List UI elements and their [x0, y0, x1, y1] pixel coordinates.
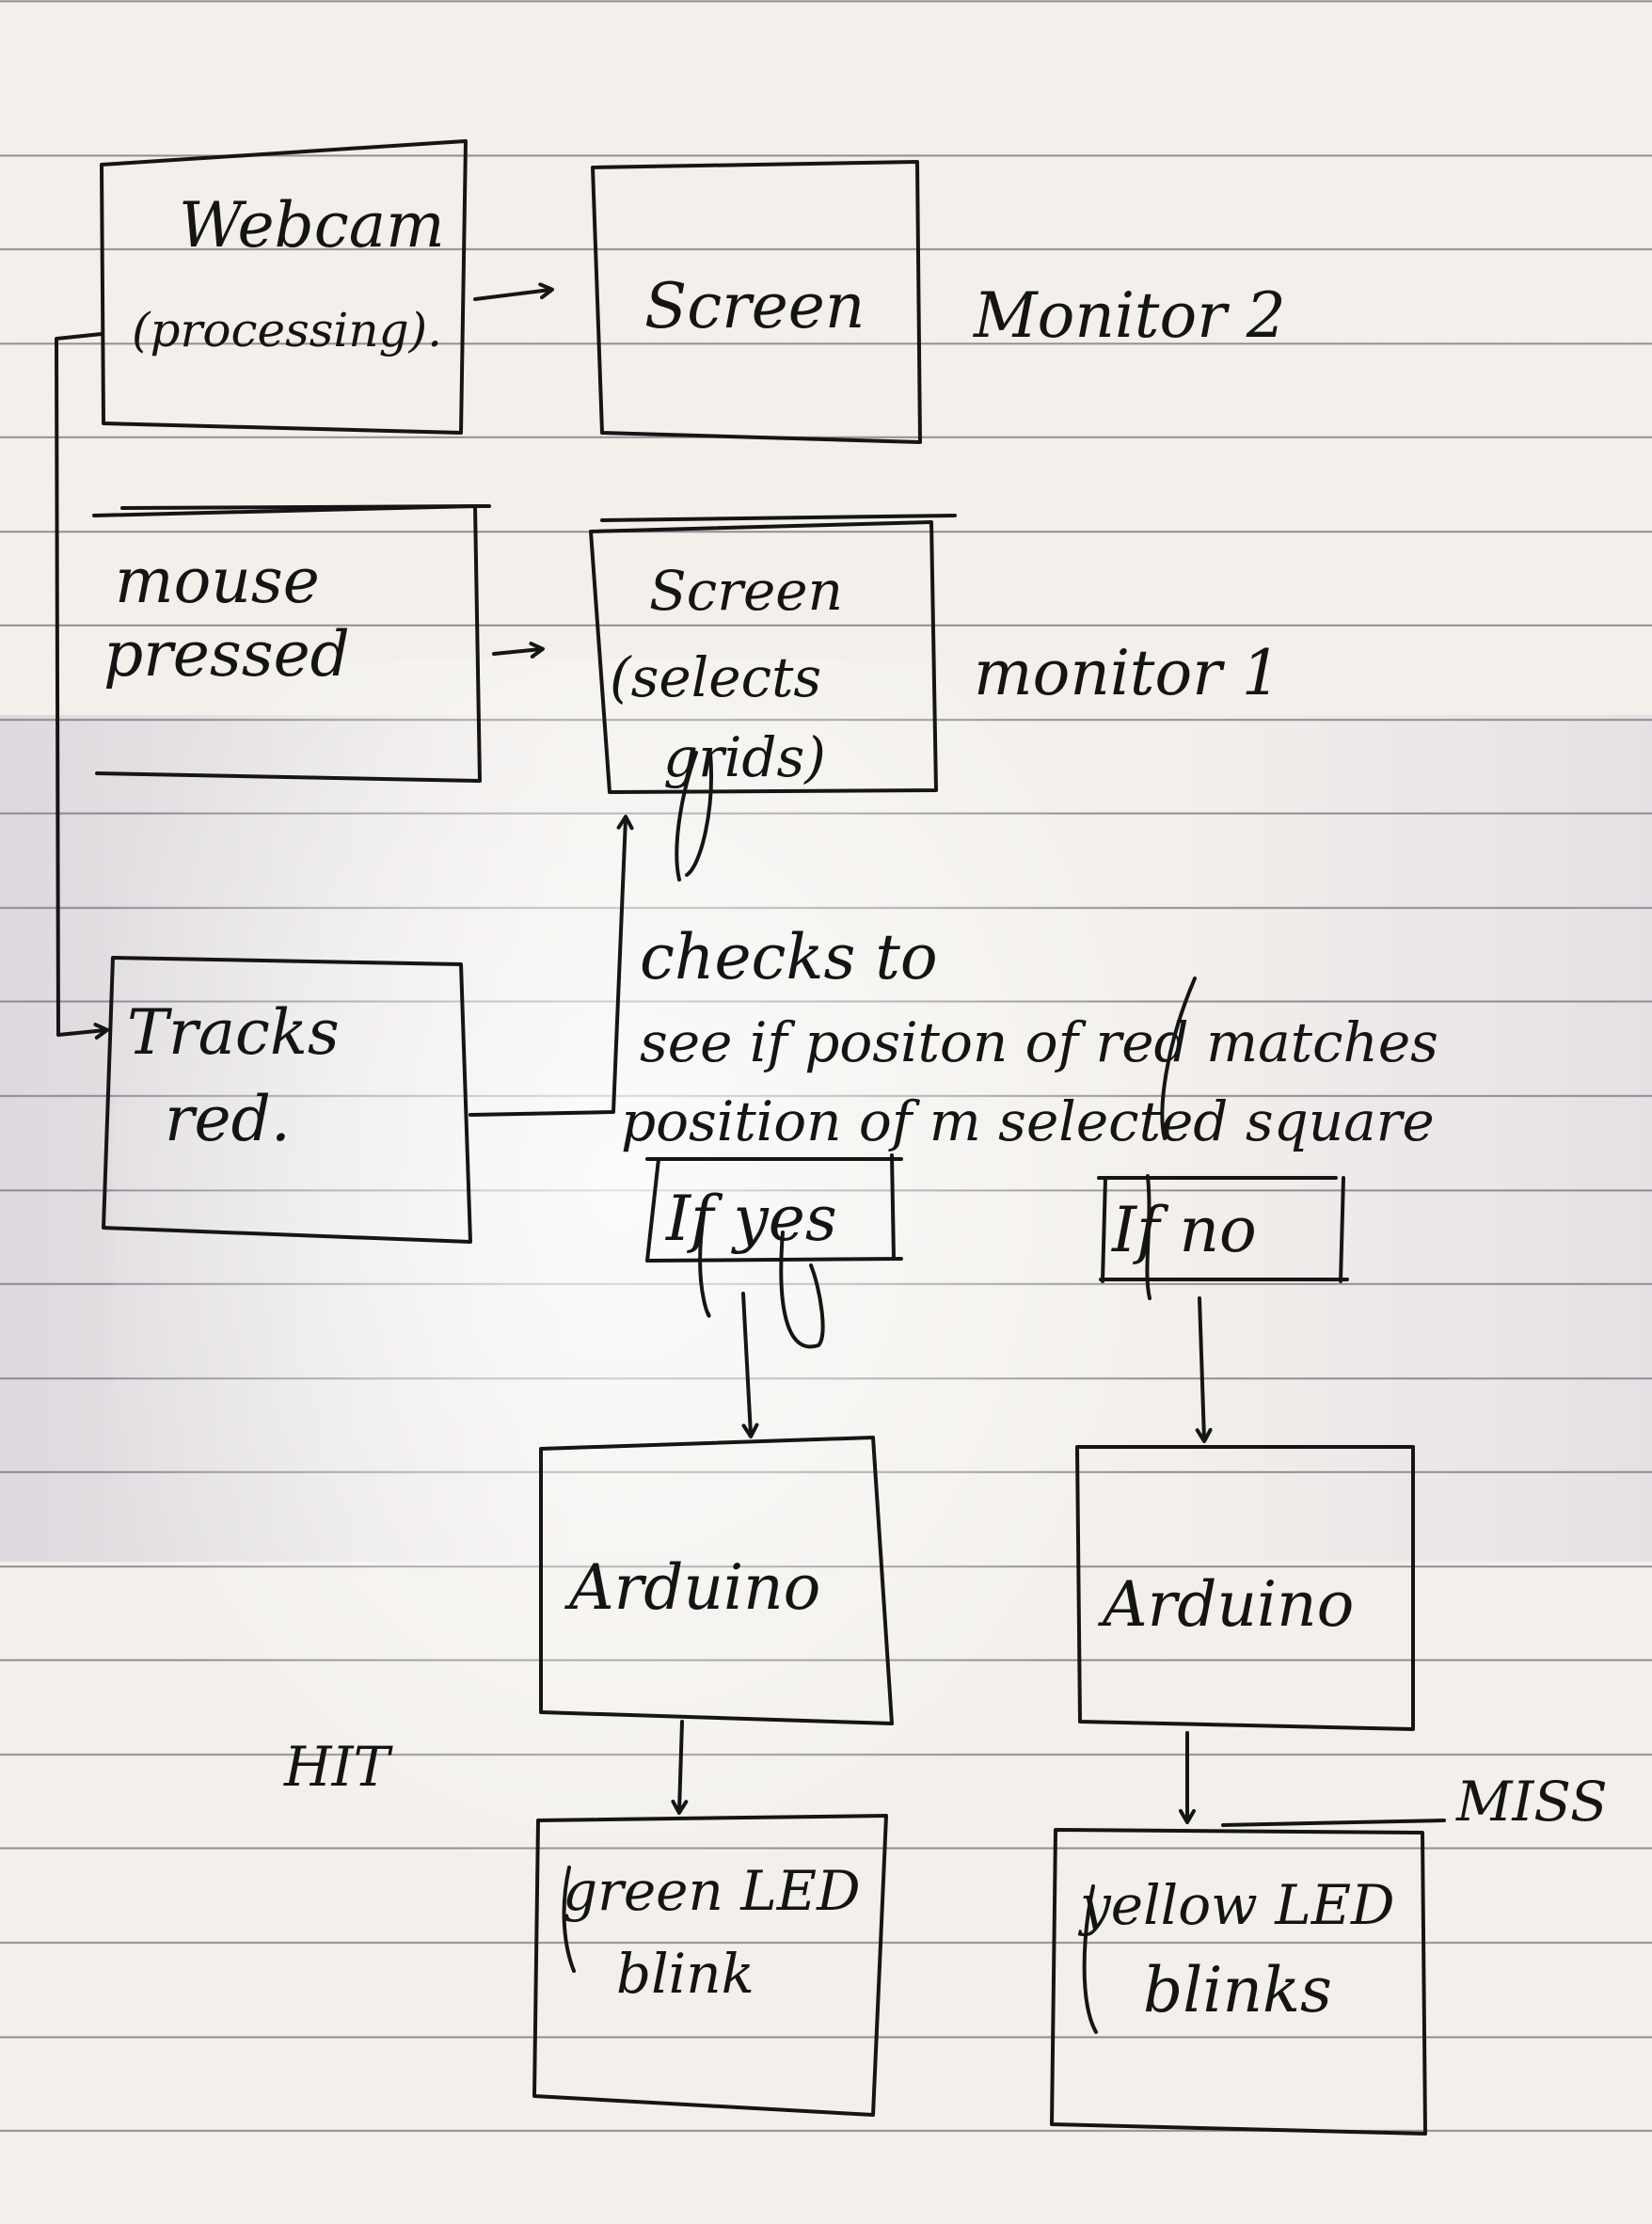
arrow-mouse-to-screen	[492, 642, 545, 659]
tracks-box	[102, 956, 472, 1244]
check-label-line1: checks to	[640, 921, 938, 993]
strike-loop-yes	[698, 1212, 825, 1349]
screen-mid-box	[589, 520, 938, 794]
line-webcam-to-tracks	[55, 332, 109, 1040]
webcam-label: Webcam	[179, 189, 445, 262]
arrow-yes-to-arduino	[741, 1292, 759, 1438]
check-label-line3: position of m selected square	[621, 1089, 1435, 1153]
grids-label: grids)	[663, 725, 826, 789]
arrow-no-to-arduino	[1195, 1296, 1213, 1443]
miss-label: MISS	[1455, 1770, 1608, 1834]
tracks-label: Tracks	[127, 996, 340, 1069]
red-label: red.	[165, 1083, 291, 1155]
strike-loop-green	[562, 1866, 576, 1973]
blink-label: blink	[616, 1942, 755, 2006]
green-led-box	[532, 1814, 888, 2117]
webcam-sub-label: (processing).	[132, 303, 442, 357]
mouse-box-top	[120, 504, 491, 510]
strike-loop-grids	[675, 751, 713, 882]
if-no-box	[1097, 1176, 1349, 1283]
hit-label: HIT	[283, 1735, 393, 1799]
monitor2-label: Monitor 2	[973, 279, 1286, 352]
arduino-left-box	[539, 1436, 894, 1725]
arduino-right-label: Arduino	[1097, 1568, 1354, 1641]
strike-loop-yellow	[1082, 1884, 1098, 2034]
webcam-box	[100, 139, 468, 435]
strike-loop-red	[1145, 977, 1197, 1300]
blinks-label: blinks	[1143, 1954, 1332, 2026]
pressed-label: pressed	[103, 618, 350, 691]
if-yes-box	[645, 1153, 903, 1263]
arduino-left-label: Arduino	[564, 1551, 820, 1624]
mouse-box	[92, 504, 482, 783]
if-yes-label: If yes	[665, 1183, 837, 1255]
miss-underline	[1221, 1819, 1446, 1827]
screen-mid-label: Screen	[649, 559, 843, 623]
if-no-label: If no	[1111, 1194, 1257, 1266]
check-label-line2: see if positon of red matches	[640, 1010, 1438, 1074]
arrow-arduino-to-green	[671, 1720, 689, 1815]
screen-top-box	[591, 160, 922, 444]
yellow-led-box	[1050, 1828, 1427, 2136]
selects-label: (selects	[610, 645, 821, 709]
arduino-right-box	[1075, 1445, 1415, 1731]
line-tracks-to-screen	[469, 815, 634, 1117]
green-led-label: green LED	[563, 1859, 861, 1923]
arrow-webcam-to-screen	[473, 282, 554, 301]
yellow-led-label: yellow LED	[1077, 1873, 1395, 1937]
screen-top-label: Screen	[644, 270, 865, 342]
monitor1-label: monitor 1	[974, 637, 1281, 709]
screen-mid-topline	[600, 514, 957, 522]
mouse-label: mouse	[115, 545, 320, 617]
